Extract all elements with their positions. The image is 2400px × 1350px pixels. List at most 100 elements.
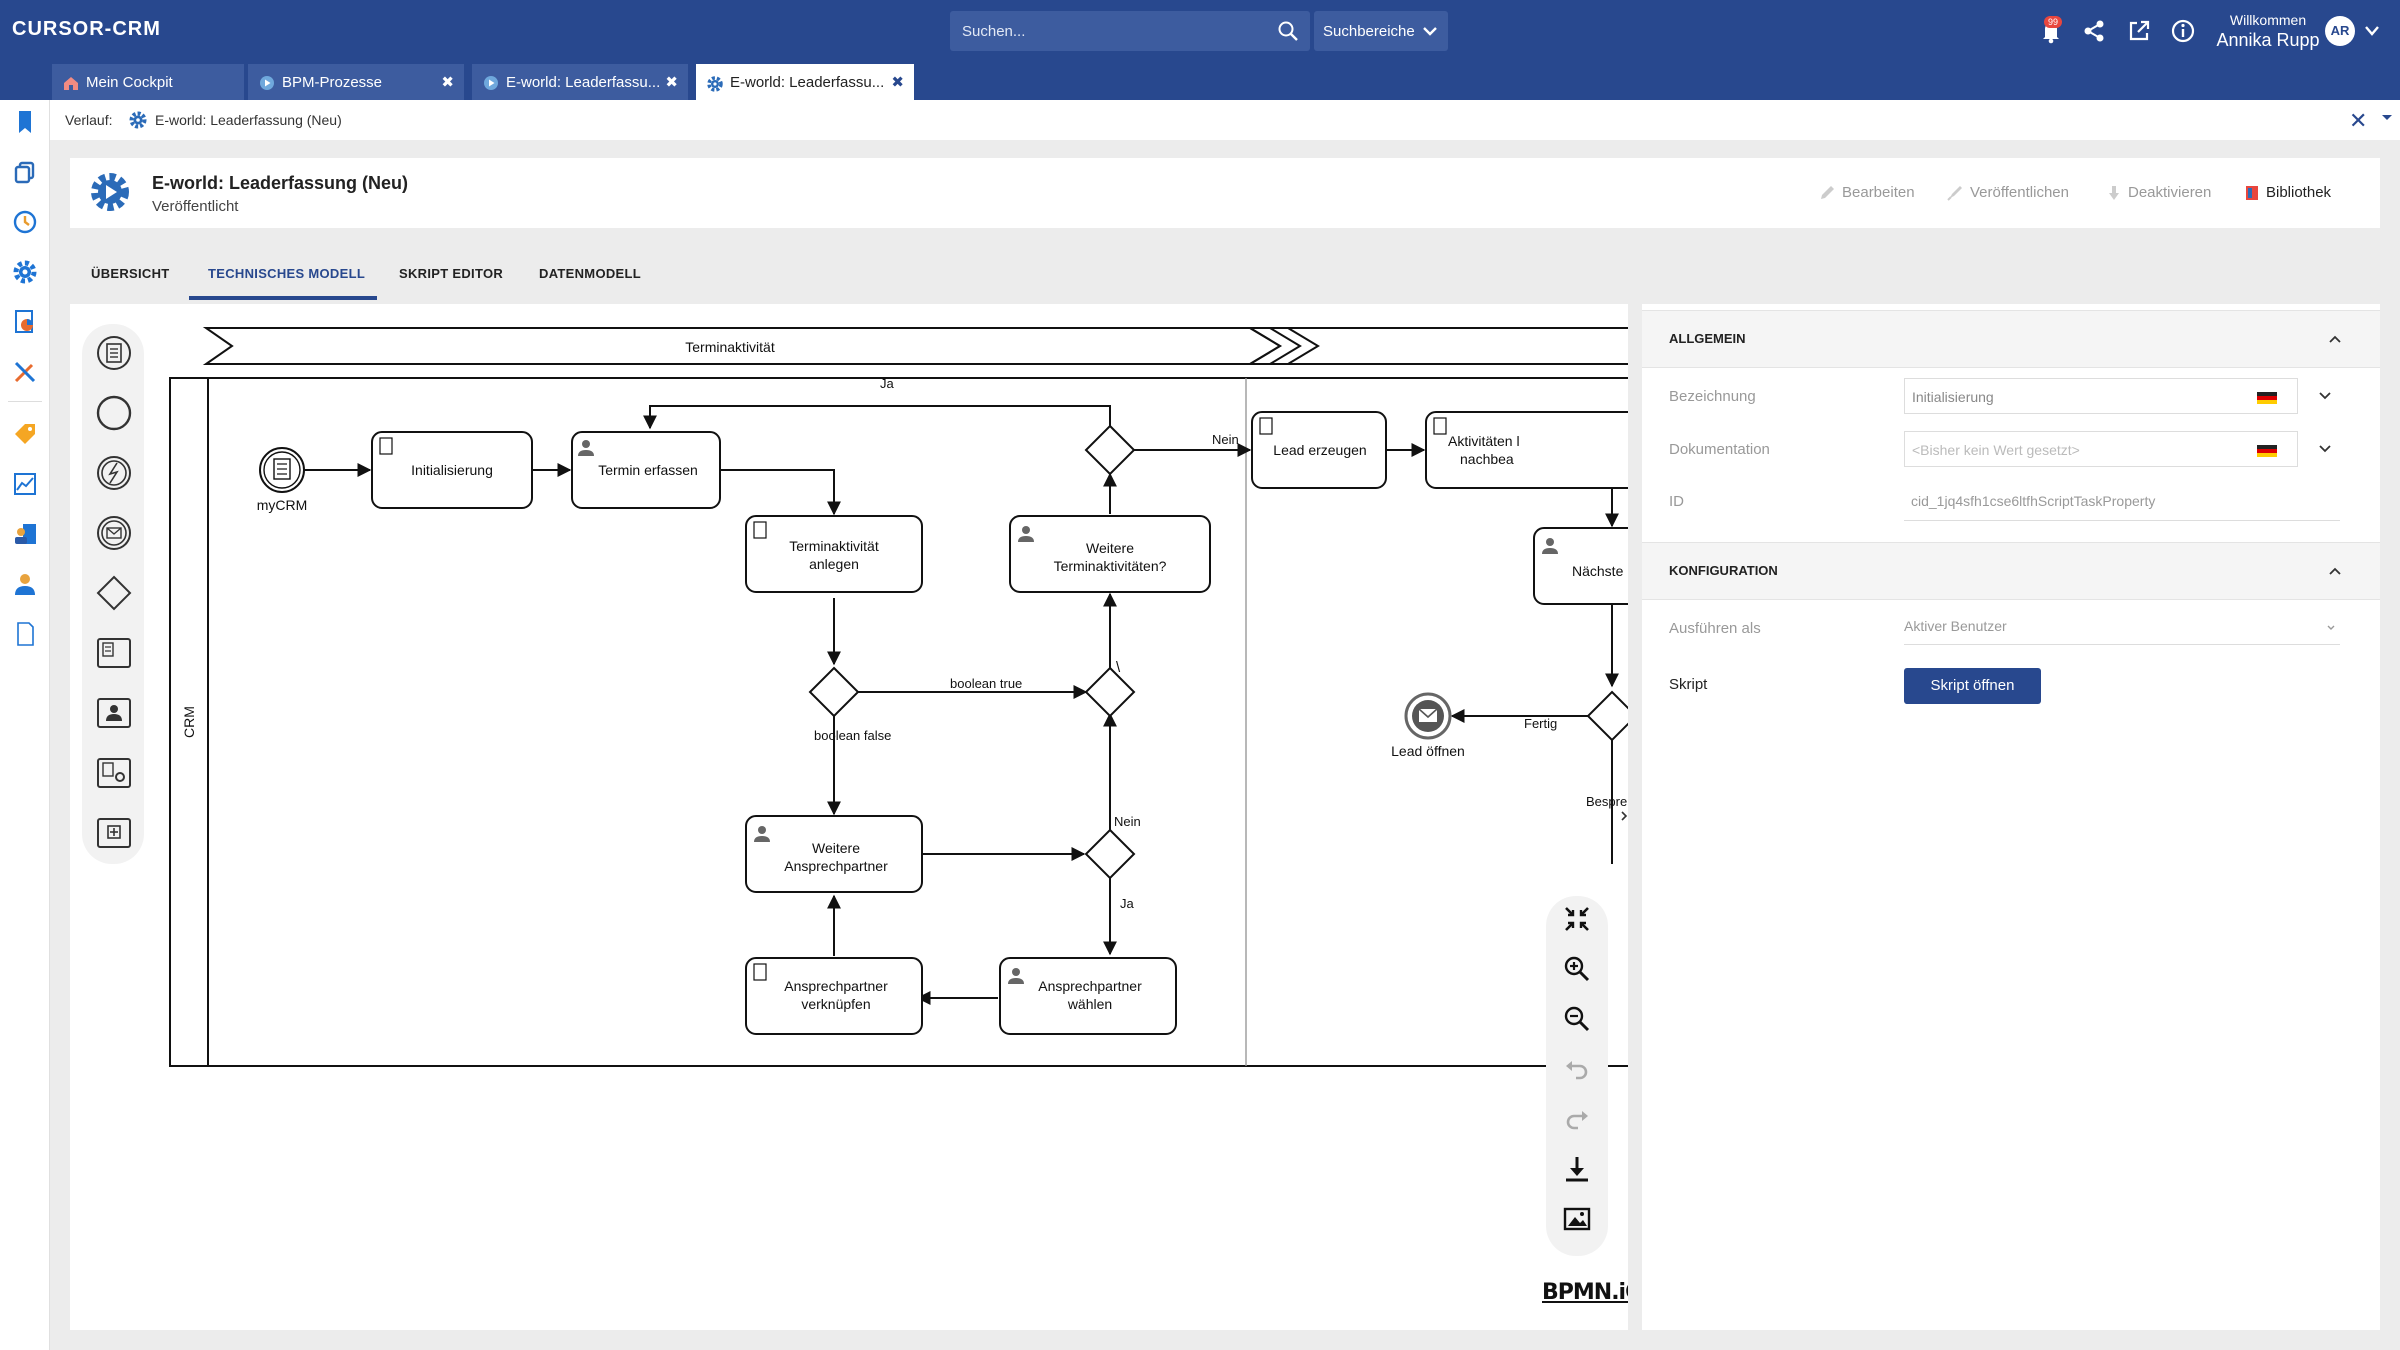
notification-badge: 99 xyxy=(2044,16,2063,28)
search-icon[interactable] xyxy=(1276,19,1300,43)
gateway-icon[interactable] xyxy=(95,574,133,612)
report-icon[interactable] xyxy=(11,308,39,336)
document-icon[interactable] xyxy=(11,620,39,648)
tab-bpm-prozesse[interactable]: BPM-Prozesse ✖ xyxy=(248,62,464,100)
task-ansprechpartner-waehlen[interactable]: Ansprechpartner wählen xyxy=(999,957,1177,1035)
chevron-down-icon[interactable] xyxy=(2318,390,2332,402)
task-weitere-terminaktivitaeten[interactable]: Weitere Terminaktivitäten? xyxy=(1009,515,1211,593)
task-label: Aktivitäten l xyxy=(1448,433,1520,449)
task-label: Weitere xyxy=(812,840,860,856)
publish-button[interactable]: Veröffentlichen xyxy=(1946,184,2069,202)
copy-icon[interactable] xyxy=(11,158,39,186)
tab-datenmodell[interactable]: DATENMODELL xyxy=(522,254,642,300)
tag-icon[interactable] xyxy=(11,420,39,448)
script-start-event-icon[interactable] xyxy=(95,334,133,372)
tab-skript-editor[interactable]: SKRIPT EDITOR xyxy=(380,254,510,300)
view-tabs: ÜBERSICHT TECHNISCHES MODELL SKRIPT EDIT… xyxy=(70,254,1630,300)
zoom-out-icon[interactable] xyxy=(1562,1004,1592,1034)
contacts-icon[interactable] xyxy=(11,520,39,548)
info-icon[interactable] xyxy=(2168,16,2198,46)
caret-down-icon[interactable] xyxy=(2380,110,2394,124)
app-logo[interactable]: CURSOR-CRM xyxy=(12,18,161,40)
tools-icon[interactable] xyxy=(11,358,39,386)
section-konfiguration[interactable]: KONFIGURATION xyxy=(1642,542,2380,600)
edit-button[interactable]: Bearbeiten xyxy=(1818,184,1915,202)
download-icon[interactable] xyxy=(1562,1154,1592,1184)
ausfuehren-als-select[interactable]: Aktiver Benutzer xyxy=(1904,610,2340,645)
tab-e-world-2[interactable]: E-world: Leaderfassu... ✖ xyxy=(696,62,914,100)
signal-event-icon[interactable] xyxy=(95,454,133,492)
open-script-button[interactable]: Skript öffnen xyxy=(1904,668,2041,704)
flow-label: Nein xyxy=(1114,814,1141,829)
task-terminaktivitaet-anlegen[interactable]: Terminaktivität anlegen xyxy=(745,515,923,593)
task-naechste[interactable]: Nächste xyxy=(1533,527,1628,605)
message-event-icon[interactable] xyxy=(95,514,133,552)
library-button[interactable]: Bibliothek xyxy=(2244,184,2331,202)
chevron-up-icon[interactable] xyxy=(2328,565,2342,577)
gateway[interactable] xyxy=(1084,424,1136,476)
tab-uebersicht[interactable]: ÜBERSICHT xyxy=(70,254,196,300)
chevron-up-icon[interactable] xyxy=(2328,333,2342,345)
tab-mein-cockpit[interactable]: Mein Cockpit xyxy=(52,62,244,100)
avatar[interactable]: AR xyxy=(2325,16,2355,46)
start-event[interactable] xyxy=(259,447,305,493)
undo-icon[interactable] xyxy=(1562,1054,1592,1084)
script-task-icon[interactable] xyxy=(95,634,133,672)
external-link-icon[interactable] xyxy=(2124,16,2154,46)
search-areas-dropdown[interactable]: Suchbereiche xyxy=(1314,11,1448,51)
bpmn-io-watermark[interactable]: BPMN.iO xyxy=(1542,1280,1628,1305)
main-content: E-world: Leaderfassung (Neu) Veröffentli… xyxy=(70,158,2380,1330)
task-weitere-ansprechpartner[interactable]: Weitere Ansprechpartner xyxy=(745,815,923,893)
task-ansprechpartner-verknuepfen[interactable]: Ansprechpartner verknüpfen xyxy=(745,957,923,1035)
task-initialisierung[interactable]: Initialisierung xyxy=(371,431,533,509)
gear-icon[interactable] xyxy=(11,258,39,286)
fit-view-icon[interactable] xyxy=(1562,904,1592,934)
tab-e-world-1[interactable]: E-world: Leaderfassu... ✖ xyxy=(472,62,688,100)
deactivate-button[interactable]: Deaktivieren xyxy=(2106,184,2211,202)
chart-icon[interactable] xyxy=(11,470,39,498)
close-icon[interactable]: ✖ xyxy=(891,74,904,91)
german-flag-icon xyxy=(2257,392,2277,404)
gateway[interactable] xyxy=(1084,828,1136,880)
close-icon[interactable]: ✖ xyxy=(441,74,454,91)
phase-chevron-2[interactable] xyxy=(1246,327,1628,365)
bookmark-icon[interactable] xyxy=(11,108,39,136)
home-icon xyxy=(64,77,78,90)
subprocess-icon[interactable] xyxy=(95,814,133,852)
user-task-icon[interactable] xyxy=(95,694,133,732)
gateway[interactable] xyxy=(1084,666,1136,718)
task-lead-erzeugen[interactable]: Lead erzeugen xyxy=(1251,411,1387,489)
end-event-lead-oeffnen[interactable]: Lead öffnen xyxy=(1391,692,1465,759)
close-icon[interactable]: ✖ xyxy=(665,74,678,91)
close-icon[interactable]: ✕ xyxy=(2349,108,2368,133)
gateway[interactable] xyxy=(1586,690,1628,742)
gateway[interactable] xyxy=(808,666,860,718)
task-label: Ansprechpartner xyxy=(784,858,888,874)
search-input[interactable]: Suchen... xyxy=(962,23,1026,40)
chevron-down-icon[interactable] xyxy=(2318,443,2332,455)
panel-toggle-icon[interactable] xyxy=(1621,811,1628,821)
user-icon[interactable] xyxy=(11,570,39,598)
sequence-flows xyxy=(304,405,1619,1005)
tab-technisches-modell[interactable]: TECHNISCHES MODELL xyxy=(189,254,377,300)
redo-icon[interactable] xyxy=(1562,1104,1592,1134)
gear-icon xyxy=(707,76,723,92)
image-export-icon[interactable] xyxy=(1562,1204,1592,1234)
breadcrumb-link[interactable]: E-world: Leaderfassung (Neu) xyxy=(155,112,342,128)
id-field[interactable]: cid_1jq4sfh1cse6ltfhScriptTaskProperty xyxy=(1904,486,2340,521)
global-search[interactable]: Suchen... xyxy=(950,11,1310,51)
history-icon[interactable] xyxy=(11,208,39,236)
end-event-icon[interactable] xyxy=(95,394,133,432)
tab-bar: Mein Cockpit BPM-Prozesse ✖ E-world: Lea… xyxy=(0,62,2400,100)
chevron-down-icon[interactable] xyxy=(2364,24,2380,38)
task-termin-erfassen[interactable]: Termin erfassen xyxy=(571,431,721,509)
pool[interactable] xyxy=(169,377,1628,1067)
bezeichnung-field[interactable]: Initialisierung xyxy=(1904,378,2298,414)
share-icon[interactable] xyxy=(2079,16,2109,46)
zoom-in-icon[interactable] xyxy=(1562,954,1592,984)
section-allgemein[interactable]: ALLGEMEIN xyxy=(1642,310,2380,368)
service-task-icon[interactable] xyxy=(95,754,133,792)
dokumentation-field[interactable]: <Bisher kein Wert gesetzt> xyxy=(1904,431,2298,467)
bpmn-canvas[interactable]: Terminaktivität CRM myCRM xyxy=(70,304,1628,1330)
task-aktivitaeten-nachbearbeiten[interactable]: Aktivitäten l nachbea xyxy=(1425,411,1628,489)
